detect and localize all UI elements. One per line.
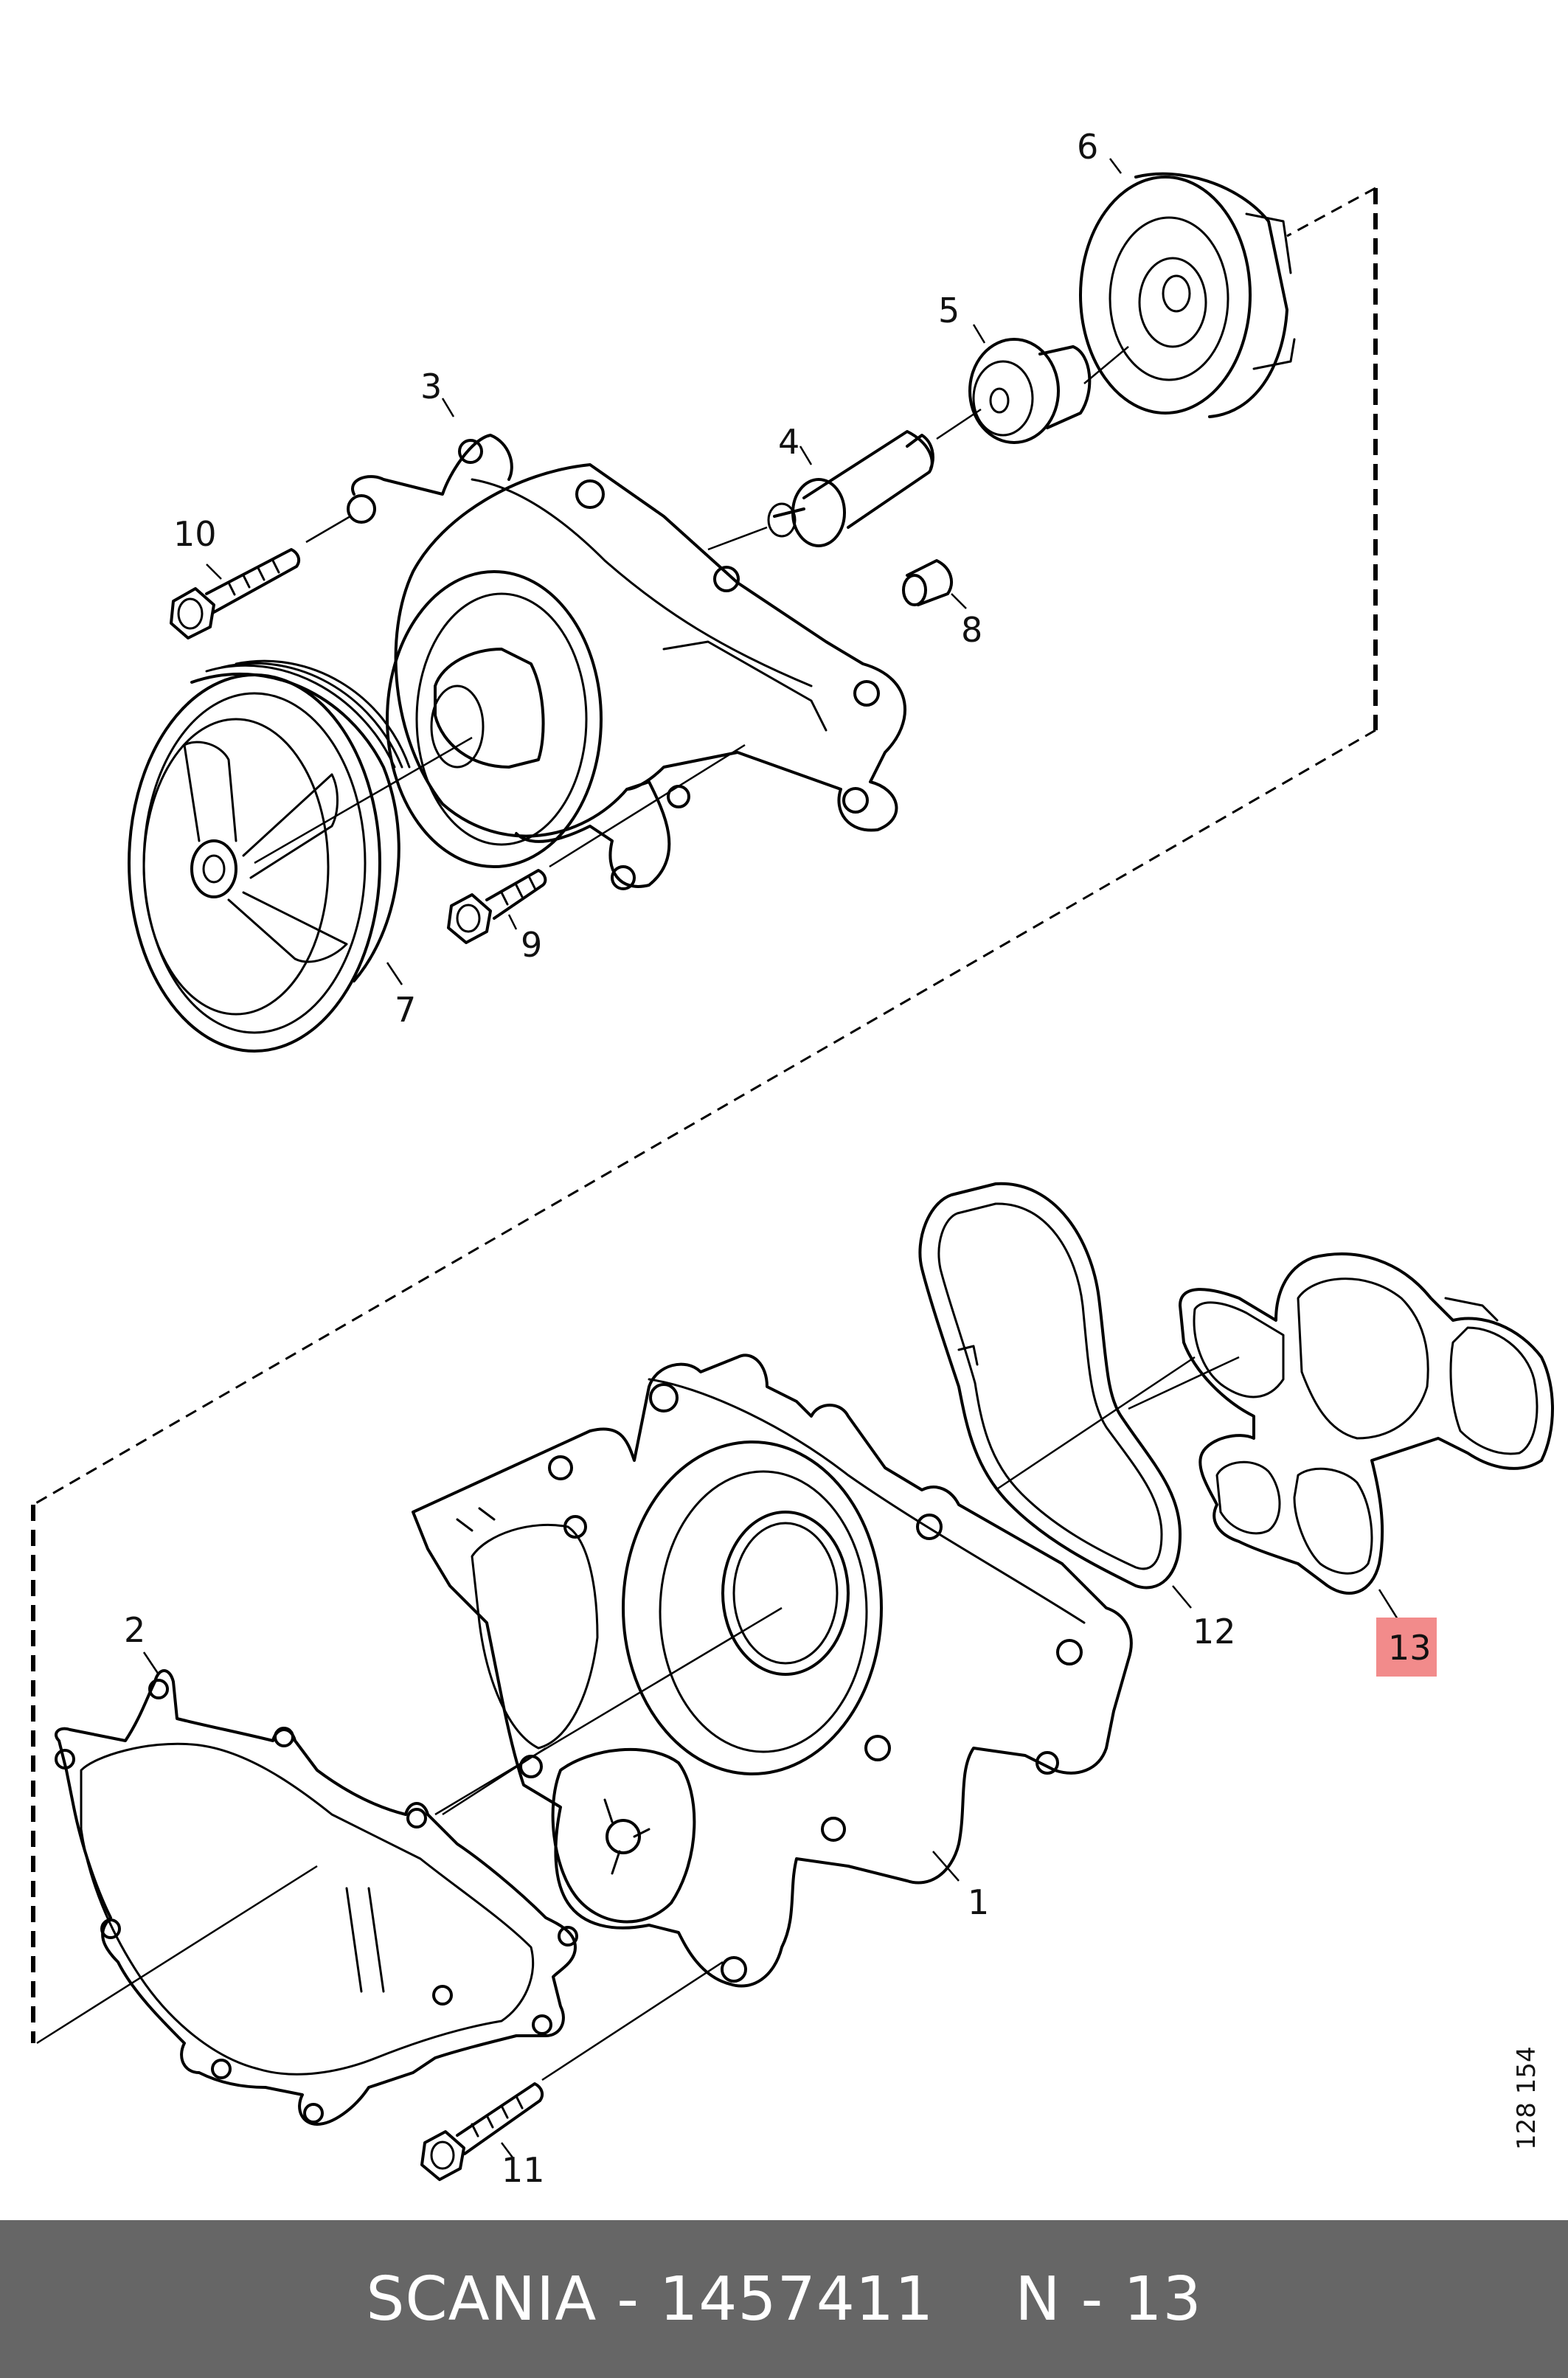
footer-bar: SCANIA - 1457411 N - 13	[0, 2220, 1568, 2378]
part-gasket-2	[36, 1651, 578, 2126]
part-gasket-13	[1128, 1252, 1554, 1620]
callout-12: 12	[1193, 1612, 1236, 1651]
callout-3: 3	[420, 367, 442, 406]
callout-11: 11	[502, 2150, 545, 2190]
part-sleeve	[902, 559, 967, 609]
part-pulley	[128, 659, 473, 1053]
footer-brand-part: SCANIA - 1457411	[366, 2264, 934, 2334]
callout-7: 7	[395, 990, 416, 1030]
part-bolt-11	[420, 1961, 724, 2181]
callout-1: 1	[968, 1882, 989, 1922]
reference-number: 128 154	[1512, 2046, 1541, 2150]
callout-5: 5	[938, 291, 960, 330]
callout-labels: 1 2 3 4 5 6 7 8 9 10 11 12 13	[124, 127, 1437, 2190]
leader-shaft-axis	[434, 1606, 783, 1816]
exploded-parts-diagram: 1 2 3 4 5 6 7 8 9 10 11 12 13	[31, 127, 1554, 2190]
footer-position: N - 13	[1015, 2264, 1202, 2334]
part-gasket-12	[918, 1182, 1196, 1609]
part-impeller	[1079, 158, 1296, 418]
callout-13-highlighted: 13	[1388, 1628, 1432, 1668]
callout-6: 6	[1077, 127, 1098, 167]
part-shaft	[707, 408, 982, 551]
part-housing-cover	[412, 1353, 1133, 1988]
assembly-dashed-frame	[31, 187, 1378, 2043]
highlight-box	[1376, 1618, 1437, 1677]
part-bolt-9	[447, 743, 746, 944]
callout-10: 10	[173, 514, 217, 554]
callout-4: 4	[778, 422, 799, 462]
callout-8: 8	[961, 610, 982, 650]
part-seal	[968, 324, 1129, 444]
callout-2: 2	[124, 1610, 145, 1650]
callout-9: 9	[521, 925, 542, 965]
part-bolt-10	[170, 548, 301, 639]
